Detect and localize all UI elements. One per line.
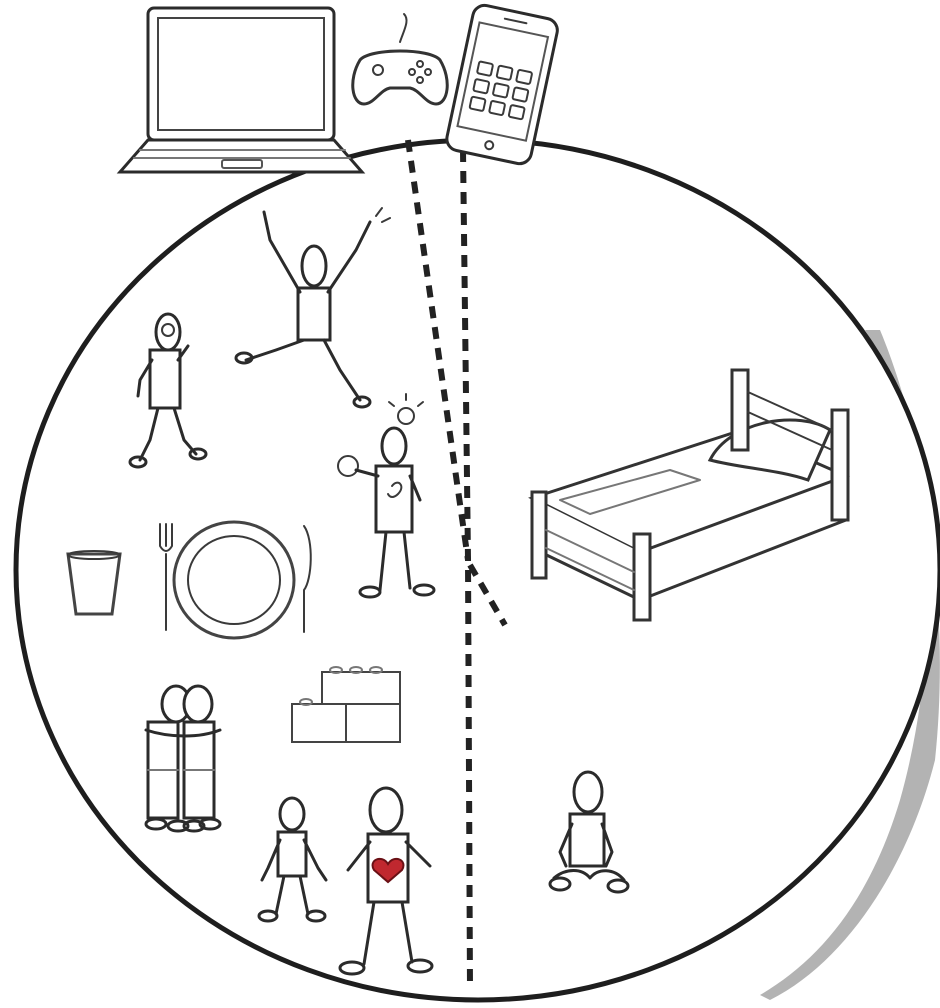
drinking-glass-icon: [68, 551, 120, 614]
laptop-icon: [120, 8, 362, 172]
game-controller-icon: [353, 14, 447, 104]
life-circle: [16, 140, 940, 1000]
smartphone-icon: [445, 3, 560, 166]
